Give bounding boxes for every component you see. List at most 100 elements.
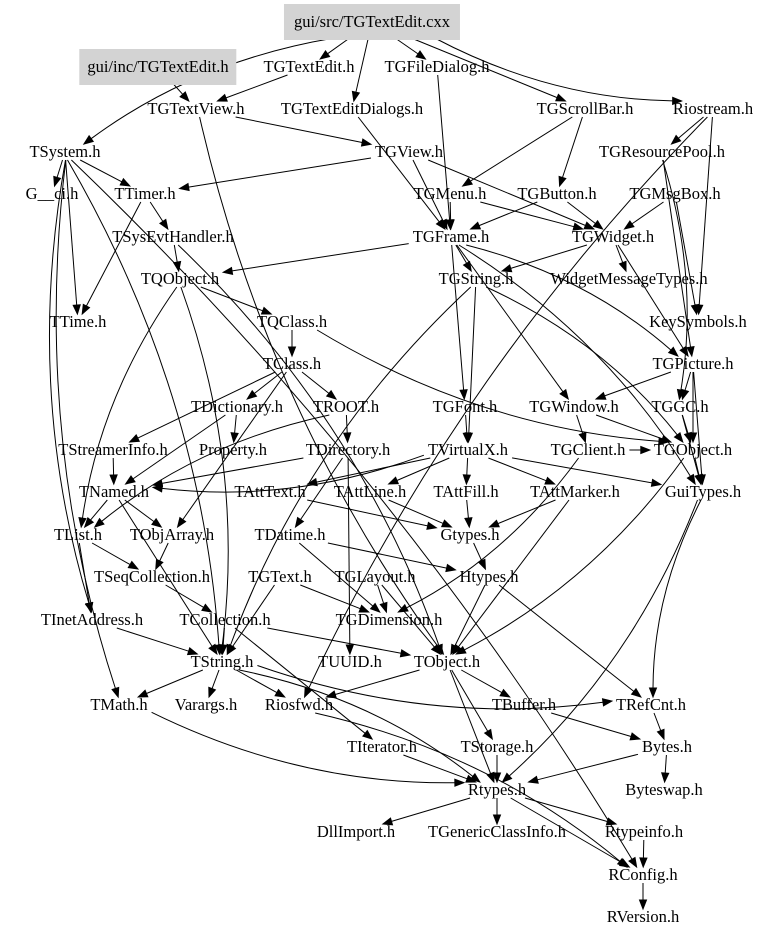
node-tcollection[interactable]: TCollection.h bbox=[179, 610, 271, 629]
edge-tsystem-to-ttime bbox=[65, 159, 78, 306]
node-tqclass[interactable]: TQClass.h bbox=[256, 312, 328, 331]
node-tgbutton[interactable]: TGButton.h bbox=[517, 184, 597, 203]
node-tgview[interactable]: TGView.h bbox=[374, 142, 444, 161]
arrowhead-icon bbox=[639, 857, 648, 869]
node-tbuffer[interactable]: TBuffer.h bbox=[491, 695, 557, 714]
node-tgclient[interactable]: TGClient.h bbox=[550, 440, 626, 459]
node-rtypeinfo[interactable]: Rtypeinfo.h bbox=[604, 822, 684, 841]
edge-tdictionary-to-property bbox=[234, 414, 237, 434]
edge-tvirtualx-to-tnamed bbox=[161, 454, 425, 493]
node-tgstring[interactable]: TGString.h bbox=[438, 269, 514, 288]
node-tgtext[interactable]: TGText.h bbox=[248, 567, 312, 586]
node-tobject[interactable]: TObject.h bbox=[413, 652, 481, 671]
node-tattline[interactable]: TAttLine.h bbox=[333, 482, 407, 501]
edge-ttimer-to-tsysevthandler bbox=[149, 201, 164, 222]
node-trefcnt[interactable]: TRefCnt.h bbox=[615, 695, 687, 714]
node-tlist[interactable]: TList.h bbox=[53, 525, 103, 544]
node-tgobject[interactable]: TGObject.h bbox=[653, 440, 733, 459]
arrowhead-icon bbox=[399, 649, 412, 658]
arrowhead-icon bbox=[499, 688, 511, 698]
node-inc[interactable]: gui/inc/TGTextEdit.h bbox=[79, 49, 237, 85]
node-tdirectory[interactable]: TDirectory.h bbox=[305, 440, 391, 459]
node-tgtextedit[interactable]: TGTextEdit.h bbox=[263, 57, 355, 76]
node-tgfont[interactable]: TGFont.h bbox=[432, 397, 498, 416]
arrowhead-icon bbox=[369, 602, 381, 613]
node-tobjarray[interactable]: TObjArray.h bbox=[129, 525, 215, 544]
node-tgenericclassinfo[interactable]: TGenericClassInfo.h bbox=[428, 822, 566, 841]
node-tatttext[interactable]: TAttText.h bbox=[234, 482, 306, 501]
arrowhead-icon bbox=[93, 517, 105, 528]
edge-tsystem-to-ttimer bbox=[79, 159, 123, 183]
arrowhead-icon bbox=[53, 175, 62, 188]
node-tsystem[interactable]: TSystem.h bbox=[29, 142, 101, 161]
arrowhead-icon bbox=[230, 432, 239, 444]
node-riosfwd[interactable]: Riosfwd.h bbox=[264, 695, 334, 714]
node-g-ci[interactable]: G__ci.h bbox=[25, 184, 79, 203]
node-tattmarker[interactable]: TAttMarker.h bbox=[530, 482, 620, 501]
node-htypes[interactable]: Htypes.h bbox=[459, 567, 519, 586]
edge-tattmarker-to-tobject bbox=[458, 499, 570, 648]
node-riostream[interactable]: Riostream.h bbox=[672, 99, 754, 118]
arrowhead-icon bbox=[415, 50, 427, 60]
node-titerator[interactable]: TIterator.h bbox=[346, 737, 418, 756]
node-rconfig[interactable]: RConfig.h bbox=[608, 865, 678, 884]
node-tclass[interactable]: TClass.h bbox=[262, 354, 322, 373]
node-dllimport[interactable]: DllImport.h bbox=[316, 822, 396, 841]
node-gtypes[interactable]: Gtypes.h bbox=[440, 525, 500, 544]
arrowhead-icon bbox=[345, 644, 355, 656]
arrowhead-icon bbox=[351, 90, 361, 103]
edge-tgpicture-to-tggc bbox=[684, 371, 692, 391]
node-bytes[interactable]: Bytes.h bbox=[642, 737, 692, 756]
node-tseqcollection[interactable]: TSeqCollection.h bbox=[94, 567, 210, 586]
node-tgfiledialog[interactable]: TGFileDialog.h bbox=[384, 57, 490, 76]
node-tgtexteditdialogs[interactable]: TGTextEditDialogs.h bbox=[280, 99, 424, 118]
arrowhead-icon bbox=[656, 728, 665, 741]
node-tvirtualx[interactable]: TVirtualX.h bbox=[427, 440, 509, 459]
node-rtypes[interactable]: Rtypes.h bbox=[467, 780, 527, 799]
node-widgetmessagetypes[interactable]: WidgetMessageTypes.h bbox=[550, 269, 708, 288]
node-ttimer[interactable]: TTimer.h bbox=[114, 184, 176, 203]
node-tdictionary[interactable]: TDictionary.h bbox=[191, 397, 283, 416]
node-tgwindow[interactable]: TGWindow.h bbox=[529, 397, 619, 416]
node-troot[interactable]: TROOT.h bbox=[312, 397, 380, 416]
node-tuuid[interactable]: TUUID.h bbox=[318, 652, 382, 671]
arrowhead-icon bbox=[544, 476, 556, 485]
edge-tatttext-to-gtypes bbox=[307, 499, 428, 527]
node-property[interactable]: Property.h bbox=[198, 440, 268, 459]
node-tgdimension[interactable]: TGDimension.h bbox=[335, 610, 443, 629]
node-tqobject[interactable]: TQObject.h bbox=[140, 269, 220, 288]
arrowhead-icon bbox=[84, 601, 94, 614]
node-tgmsgbox[interactable]: TGMsgBox.h bbox=[629, 184, 721, 203]
node-rversion[interactable]: RVersion.h bbox=[606, 907, 680, 926]
node-tnamed[interactable]: TNamed.h bbox=[78, 482, 150, 501]
edge-tnamed-to-tobjarray bbox=[124, 499, 155, 523]
node-tggc[interactable]: TGGC.h bbox=[651, 397, 709, 416]
node-guitypes[interactable]: GuiTypes.h bbox=[664, 482, 742, 501]
node-tgwidget[interactable]: TGWidget.h bbox=[571, 227, 655, 246]
node-byteswap[interactable]: Byteswap.h bbox=[625, 780, 703, 799]
node-ttime[interactable]: TTime.h bbox=[49, 312, 107, 331]
edge-tgfiledialog-to-tgframe bbox=[437, 74, 451, 221]
node-tstorage[interactable]: TStorage.h bbox=[460, 737, 534, 756]
node-tgframe[interactable]: TGFrame.h bbox=[412, 227, 490, 246]
node-tsysevthandler[interactable]: TSysEvtHandler.h bbox=[112, 227, 234, 246]
node-tgpicture[interactable]: TGPicture.h bbox=[652, 354, 734, 373]
node-keysymbols[interactable]: KeySymbols.h bbox=[649, 312, 747, 331]
node-tgmenu[interactable]: TGMenu.h bbox=[413, 184, 487, 203]
node-src[interactable]: gui/src/TGTextEdit.cxx bbox=[283, 4, 461, 40]
node-tgresourcepool[interactable]: TGResourcePool.h bbox=[598, 142, 726, 161]
node-tmath[interactable]: TMath.h bbox=[90, 695, 148, 714]
node-tstring[interactable]: TString.h bbox=[190, 652, 254, 671]
node-tglayout[interactable]: TGLayout.h bbox=[334, 567, 416, 586]
edge-troot-to-tlist bbox=[101, 414, 330, 522]
node-tgscrollbar[interactable]: TGScrollBar.h bbox=[536, 99, 634, 118]
edge-tgframe-to-tgfont bbox=[451, 244, 465, 391]
node-tdatime[interactable]: TDatime.h bbox=[254, 525, 326, 544]
node-tstreamerinfo[interactable]: TStreamerInfo.h bbox=[58, 440, 168, 459]
node-tgtextview[interactable]: TGTextView.h bbox=[147, 99, 245, 118]
node-varargs[interactable]: Varargs.h bbox=[174, 695, 238, 714]
arrowhead-icon bbox=[319, 50, 331, 60]
edge-tgmsgbox-to-keysymbols bbox=[675, 201, 696, 306]
node-tinetaddress[interactable]: TInetAddress.h bbox=[40, 610, 144, 629]
node-tattfill[interactable]: TAttFill.h bbox=[433, 482, 499, 501]
